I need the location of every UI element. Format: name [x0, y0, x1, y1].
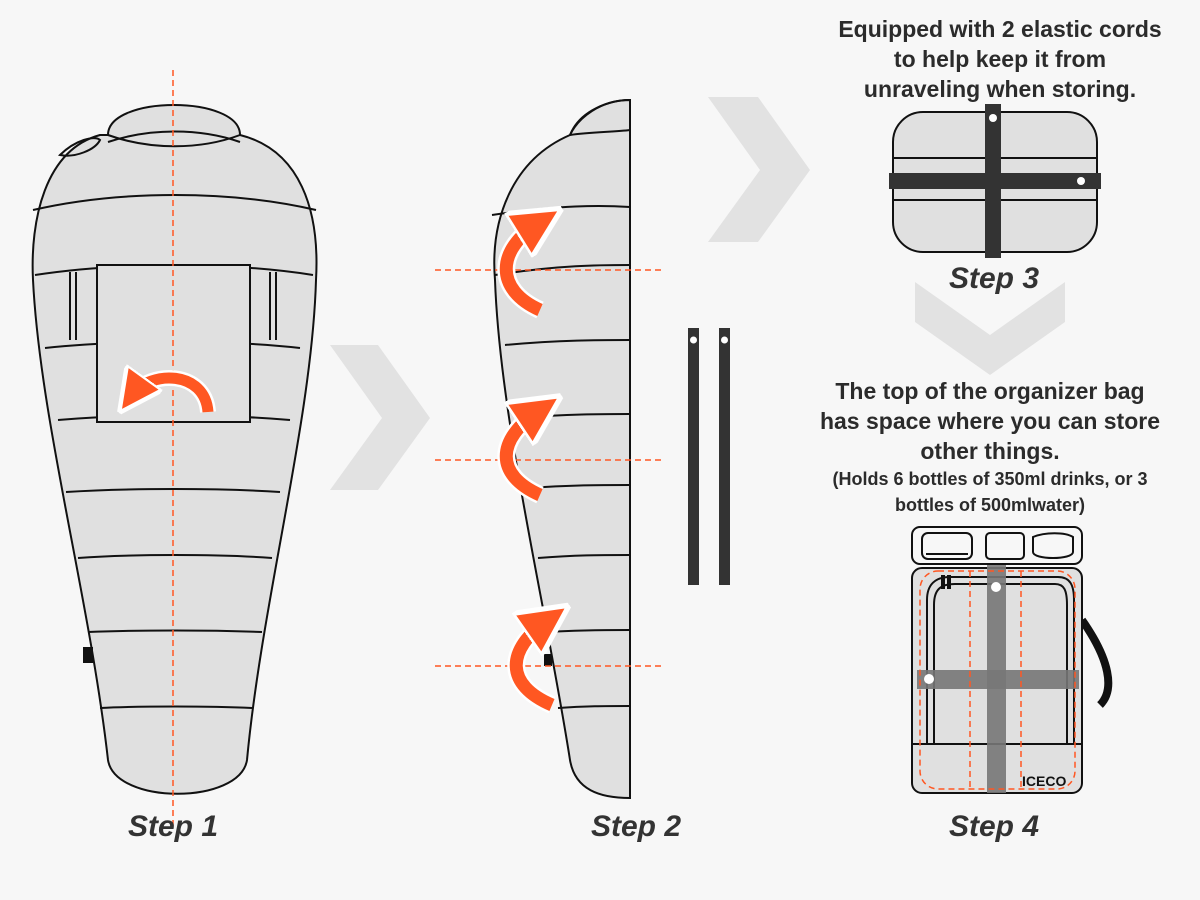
- chevron-right-icon: [708, 97, 810, 242]
- fold-lines: [435, 269, 665, 667]
- step2-label: Step 2: [590, 810, 682, 843]
- step4-label: Step 4: [948, 810, 1040, 843]
- elastic-cords: [688, 328, 730, 585]
- step3-label: Step 3: [948, 262, 1040, 295]
- step1-label: Step 1: [127, 810, 219, 843]
- sleeping-bag-step1: [31, 104, 318, 795]
- fold-arrows: [497, 222, 552, 714]
- rolled-bag-step3: [889, 104, 1101, 258]
- chevron-right-icon: [330, 345, 430, 490]
- step4-note: (Holds 6 bottles of 350ml drinks, or 3 b…: [832, 469, 1148, 515]
- organizer-bag-step4: [911, 526, 1113, 794]
- step4-caption: The top of the organizer bag has space w…: [819, 378, 1161, 464]
- brand-logo: ICECO: [1022, 773, 1066, 789]
- fold-lines-step4: [919, 570, 1076, 790]
- step3-caption: Equipped with 2 elastic cords to help ke…: [838, 16, 1162, 102]
- chevron-down-icon: [915, 282, 1065, 375]
